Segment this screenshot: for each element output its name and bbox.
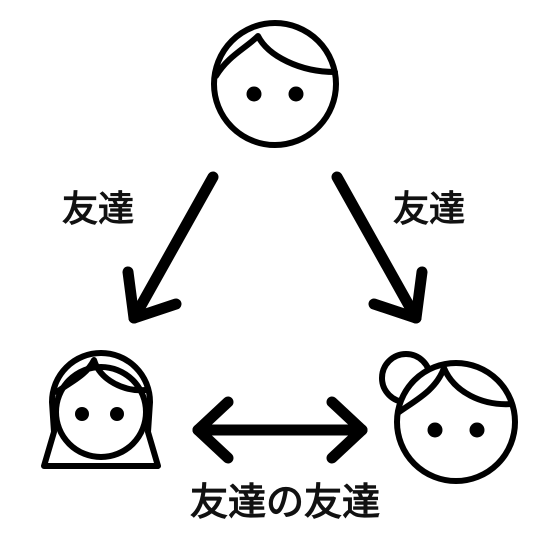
edge-label-left: 友達 (62, 189, 135, 230)
arrow-top-to-right (331, 171, 428, 324)
person-face-short-hair-icon (211, 20, 339, 148)
double-arrow-left-right (192, 396, 368, 464)
person-face-bun-hair-icon (379, 351, 518, 484)
edge-label-right: 友達 (393, 189, 466, 230)
edge-label-bottom: 友達の友達 (190, 480, 381, 524)
arrow-top-to-left (122, 171, 219, 324)
person-face-long-hair-icon (41, 350, 161, 469)
